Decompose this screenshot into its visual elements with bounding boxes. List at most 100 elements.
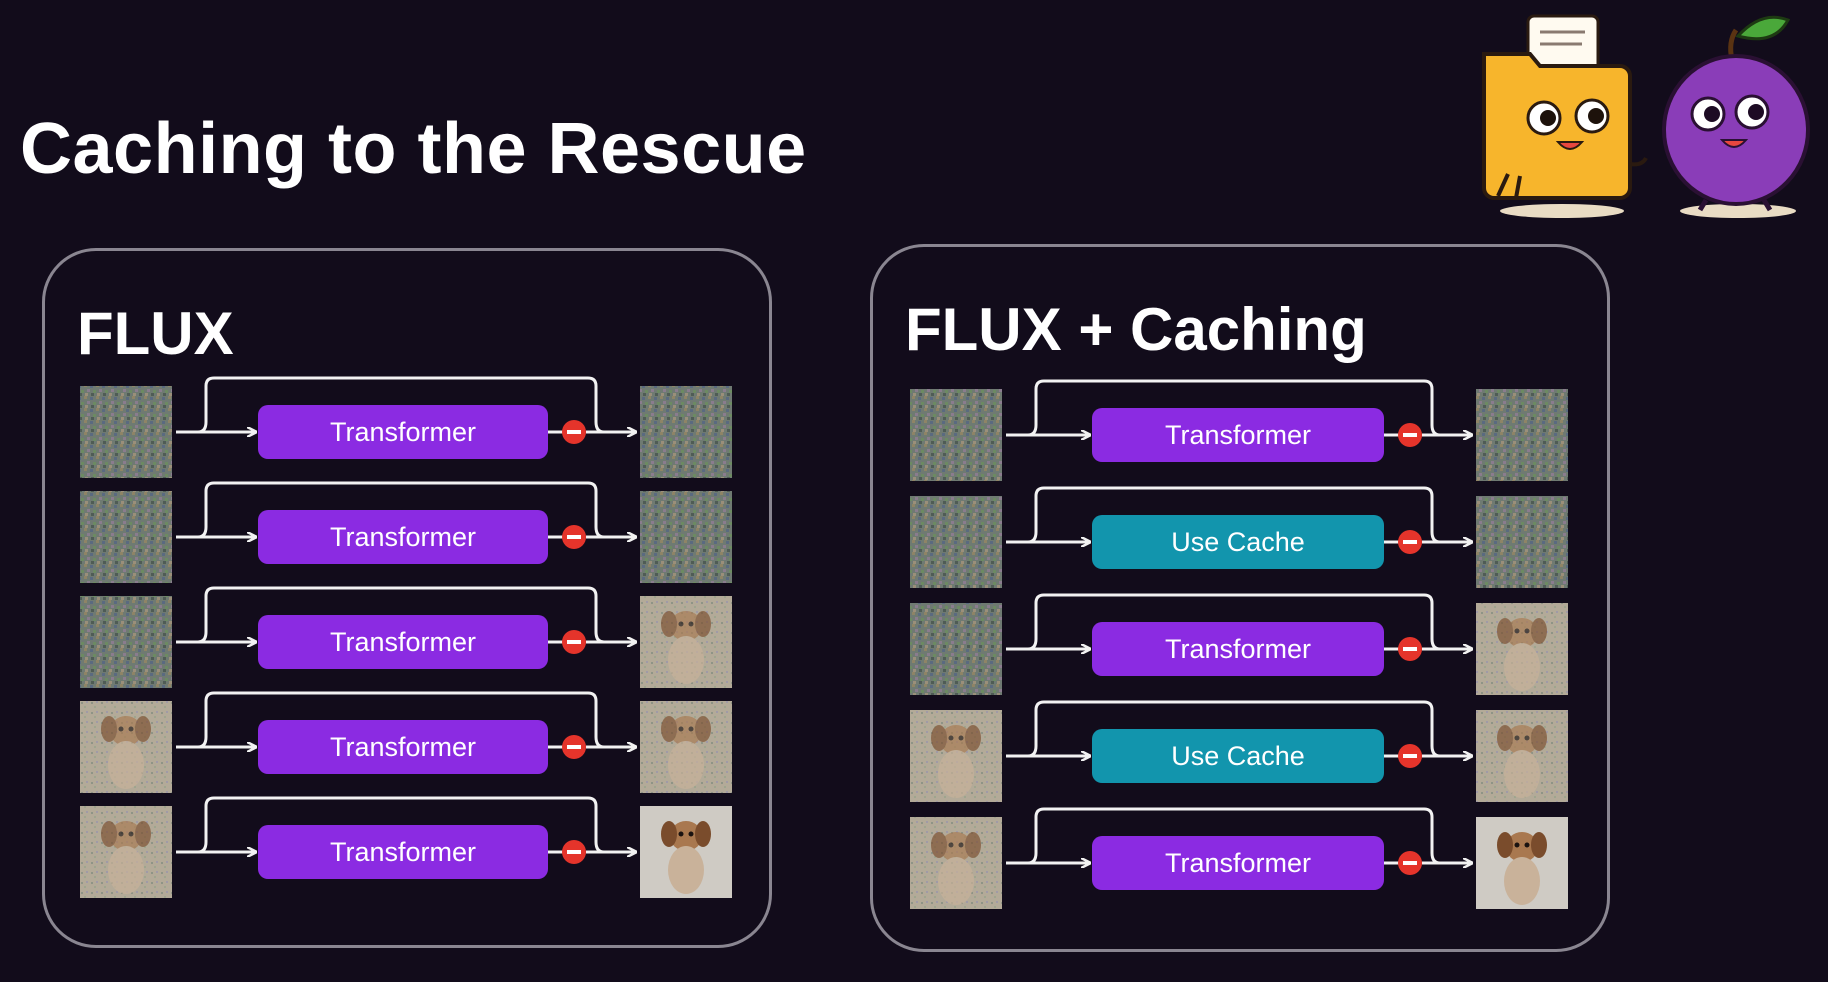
stop-badge-minus (1403, 861, 1417, 865)
dog-eye-right (688, 831, 694, 837)
noise-fill (1476, 389, 1568, 481)
skip-connection (176, 481, 605, 539)
noise-overlay (640, 701, 732, 793)
block-label: Transformer (330, 522, 476, 552)
skip-connection (176, 796, 605, 854)
skip-connection (1006, 379, 1441, 437)
dog-image-noisy (640, 701, 732, 793)
stop-badge-icon (1398, 637, 1422, 661)
stop-badge-minus (1403, 647, 1417, 651)
noise-image (640, 491, 732, 583)
dog-image-noisy (1476, 603, 1568, 695)
block-label: Transformer (1165, 634, 1311, 664)
noise-image (1476, 496, 1568, 588)
dog-ear-left (1497, 832, 1513, 858)
noise-fill (910, 603, 1002, 695)
stop-badge-minus (567, 430, 581, 434)
transformer-block (258, 615, 548, 669)
stop-badge-icon (1398, 851, 1422, 875)
pipeline-row: Transformer (80, 691, 732, 793)
dog-head (670, 821, 702, 851)
transformer-block (258, 510, 548, 564)
block-label: Transformer (330, 732, 476, 762)
stop-badge-minus (567, 850, 581, 854)
noise-overlay (1476, 603, 1568, 695)
stop-badge-icon (562, 735, 586, 759)
skip-connection (1006, 486, 1441, 544)
stop-badge-icon (562, 525, 586, 549)
dog-head (1506, 832, 1538, 862)
pipeline-row: Use Cache (910, 700, 1568, 802)
noise-overlay (80, 806, 172, 898)
dog-ear-left (661, 821, 677, 847)
dog-ear-right (695, 821, 711, 847)
noise-fill (640, 386, 732, 478)
block-label: Use Cache (1171, 741, 1305, 771)
stop-badge-icon (562, 840, 586, 864)
noise-image (80, 491, 172, 583)
noise-image (80, 386, 172, 478)
panel-flux-caching: FLUX + Caching (870, 244, 1610, 952)
dog-image-noisy (80, 806, 172, 898)
stop-badge-minus (1403, 433, 1417, 437)
block-label: Transformer (1165, 420, 1311, 450)
dog-ear-right (1531, 832, 1547, 858)
folder-mascot-icon (1482, 14, 1648, 218)
noise-fill (80, 386, 172, 478)
pipeline-row: Transformer (80, 586, 732, 688)
skip-connection (1006, 593, 1441, 651)
pipeline-row: Transformer (80, 481, 732, 583)
noise-overlay (910, 710, 1002, 802)
stop-badge-icon (1398, 744, 1422, 768)
transformer-block (1092, 408, 1384, 462)
dog-image-noisy (910, 710, 1002, 802)
dog-image-noisy (1476, 710, 1568, 802)
dog-body (1504, 857, 1540, 905)
cache-block (1092, 729, 1384, 783)
noise-fill (80, 596, 172, 688)
skip-connection (176, 586, 605, 644)
noise-fill (80, 491, 172, 583)
dog-body (668, 846, 704, 894)
slide-title: Caching to the Rescue (20, 109, 807, 189)
noise-fill (640, 491, 732, 583)
mascots-illustration (1482, 14, 1810, 218)
block-label: Transformer (330, 627, 476, 657)
block-label: Use Cache (1171, 527, 1305, 557)
noise-fill (1476, 496, 1568, 588)
pipeline-row: Transformer (910, 807, 1568, 909)
transformer-block (258, 720, 548, 774)
stop-badge-icon (1398, 423, 1422, 447)
stop-badge-minus (1403, 754, 1417, 758)
panel-title: FLUX + Caching (905, 296, 1367, 363)
stop-badge-minus (567, 535, 581, 539)
transformer-block (1092, 622, 1384, 676)
pipeline-row: Transformer (910, 593, 1568, 695)
stop-badge-icon (562, 630, 586, 654)
noise-overlay (80, 701, 172, 793)
block-label: Transformer (1165, 848, 1311, 878)
dog-eye-right (1524, 842, 1530, 848)
skip-connection (176, 691, 605, 749)
noise-image (910, 389, 1002, 481)
cache-block (1092, 515, 1384, 569)
pipeline-row: Transformer (910, 379, 1568, 481)
noise-image (910, 496, 1002, 588)
dog-image-clean (1476, 817, 1568, 909)
pipeline-row: Transformer (80, 376, 732, 478)
noise-overlay (1476, 710, 1568, 802)
skip-connection (176, 376, 605, 434)
stop-badge-icon (1398, 530, 1422, 554)
transformer-block (1092, 836, 1384, 890)
skip-connection (1006, 700, 1441, 758)
pipeline-panel-0: TransformerTransformerTransformerTransfo… (80, 376, 732, 898)
stop-badge-minus (1403, 540, 1417, 544)
stop-badge-minus (567, 640, 581, 644)
dog-image-noisy (80, 701, 172, 793)
noise-image (1476, 389, 1568, 481)
dog-image-clean (640, 806, 732, 898)
skip-connection (1006, 807, 1441, 865)
panel-flux: FLUX (42, 248, 772, 948)
